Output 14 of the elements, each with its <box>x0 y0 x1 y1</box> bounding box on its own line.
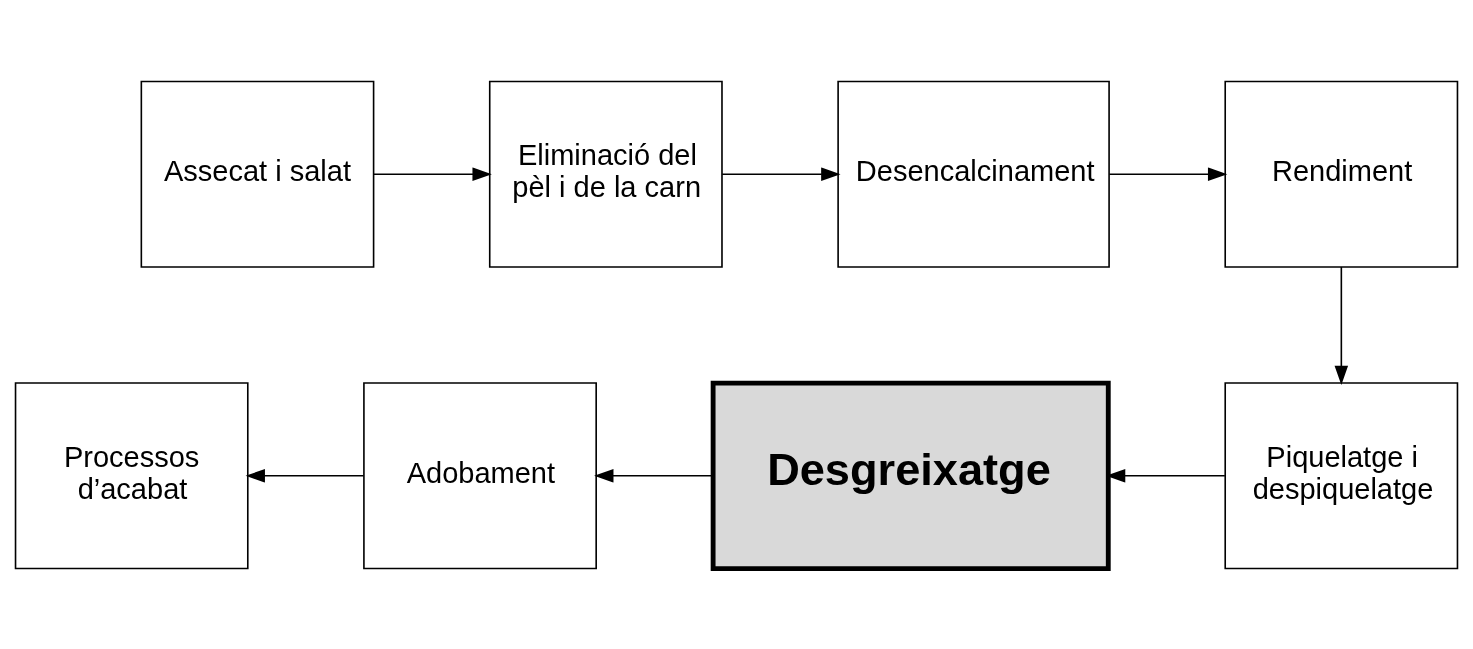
arrow <box>721 166 841 181</box>
arrow <box>1108 166 1228 181</box>
arrow <box>245 468 365 483</box>
node-box: Processos d’acabat <box>14 381 249 569</box>
node-box: Eliminació del pèl i de la carn <box>488 80 723 268</box>
arrow <box>1334 265 1349 385</box>
node-box: Adobament <box>363 381 597 569</box>
node-box: Desencalcinament <box>837 80 1110 268</box>
arrow <box>373 166 492 181</box>
node-box: Desgreixatge <box>710 380 1111 571</box>
arrow <box>594 468 714 483</box>
node-box: Assecat i salat <box>140 80 375 268</box>
node-box: Piquelatge i despiquelatge <box>1224 381 1459 569</box>
node-box: Rendiment <box>1224 80 1459 268</box>
